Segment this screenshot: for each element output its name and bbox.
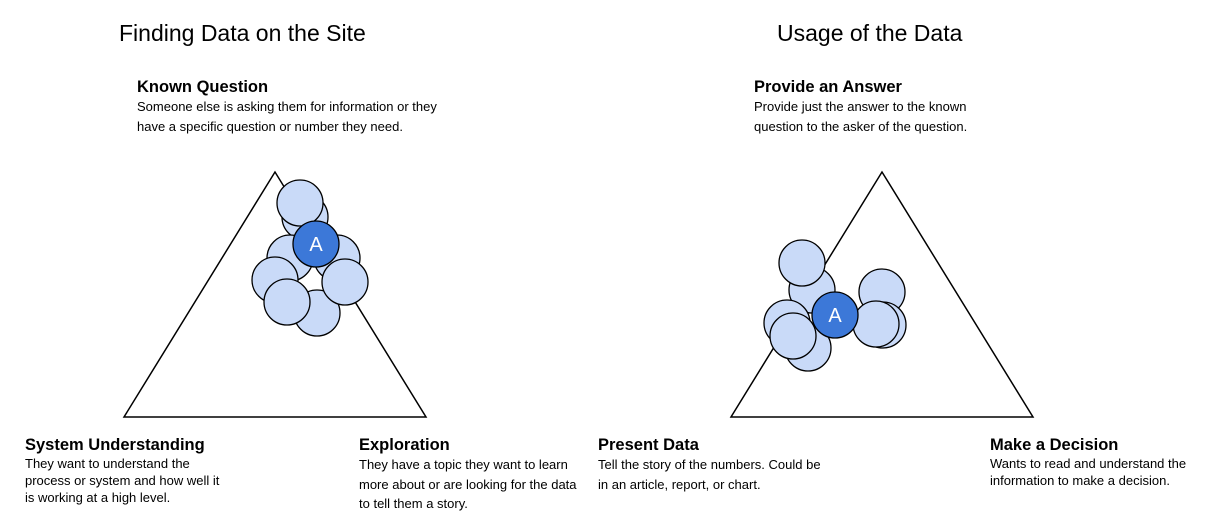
right-title: Usage of the Data	[777, 20, 963, 46]
present-data-block: Present Data Tell the story of the numbe…	[598, 435, 828, 494]
heading: Known Question	[137, 78, 269, 96]
description: Provide just the answer to the known que…	[754, 99, 968, 134]
description: Tell the story of the numbers. Could be …	[598, 457, 821, 492]
provide-answer-block: Provide an Answer Provide just the answe…	[754, 77, 994, 136]
highlighted-dot-label: A	[828, 305, 842, 327]
right-dots: A	[763, 239, 907, 372]
left-dots: A	[251, 179, 369, 337]
response-dot	[778, 239, 826, 287]
left-title: Finding Data on the Site	[119, 20, 366, 46]
highlighted-dot	[811, 291, 859, 339]
response-dot	[263, 278, 311, 326]
response-dot	[276, 179, 324, 227]
highlighted-dot	[292, 220, 340, 268]
description: Someone else is asking them for informat…	[137, 99, 437, 134]
description: They have a topic they want to learn mor…	[359, 457, 577, 511]
exploration-block: Exploration They have a topic they want …	[359, 435, 579, 514]
heading: Provide an Answer	[754, 78, 902, 96]
heading: Make a Decision	[990, 436, 1119, 454]
heading: Exploration	[359, 436, 450, 454]
heading: System Understanding	[25, 436, 205, 454]
known-question-block: Known Question Someone else is asking th…	[137, 77, 467, 136]
response-dot	[321, 258, 369, 306]
description: Wants to read and understand the informa…	[990, 456, 1187, 488]
description: They want to understand the process or s…	[25, 456, 220, 505]
system-understanding-block: System Understanding They want to unders…	[25, 435, 230, 506]
make-decision-block: Make a Decision Wants to read and unders…	[990, 435, 1205, 489]
response-dot	[852, 300, 900, 348]
response-dot	[769, 312, 817, 360]
highlighted-dot-label: A	[309, 234, 323, 256]
heading: Present Data	[598, 436, 699, 454]
